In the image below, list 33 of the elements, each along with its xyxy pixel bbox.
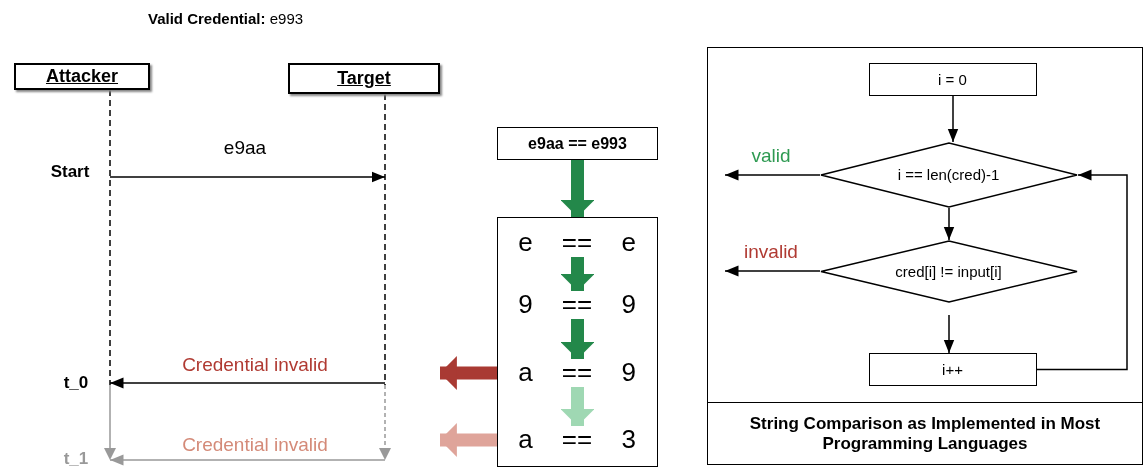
comparison-text: 9 == 9 <box>496 290 658 319</box>
block-arrow <box>440 423 497 457</box>
block-arrow <box>560 319 595 359</box>
comparison-box <box>497 217 658 467</box>
arrow <box>109 171 386 183</box>
block-arrow <box>560 257 595 291</box>
block-arrow <box>560 160 595 217</box>
arrow <box>724 265 821 277</box>
panel-title: String Comparison as Implemented in Most Programming Languages <box>708 402 1142 464</box>
arrow <box>109 377 386 389</box>
participant-box: Attacker <box>14 63 150 90</box>
arrow <box>943 207 955 241</box>
process-box: e9aa == e993 <box>497 127 658 160</box>
time-label: t_0 <box>62 373 90 393</box>
arrow <box>947 95 959 143</box>
flowchart-frame <box>707 47 1143 465</box>
block-arrow <box>560 387 595 426</box>
arrow <box>1036 169 1128 371</box>
decision-diamond: cred[i] != input[i] <box>819 239 1078 303</box>
title: Valid Credential: e993 <box>148 10 304 27</box>
time-label: Start <box>49 162 91 182</box>
comparison-text: a == 9 <box>496 358 658 387</box>
process-box: i = 0 <box>868 62 1037 96</box>
comparison-text: a == 3 <box>496 425 658 454</box>
comparison-text: e == e <box>496 228 658 257</box>
arrow <box>109 454 386 466</box>
time-label: t_1 <box>62 449 90 469</box>
participant-box: Target <box>288 63 440 94</box>
arrow <box>724 169 821 181</box>
decision-diamond: i == len(cred)-1 <box>819 141 1078 208</box>
block-arrow <box>440 356 497 390</box>
arrow <box>943 314 955 354</box>
process-box: i++ <box>868 352 1037 386</box>
